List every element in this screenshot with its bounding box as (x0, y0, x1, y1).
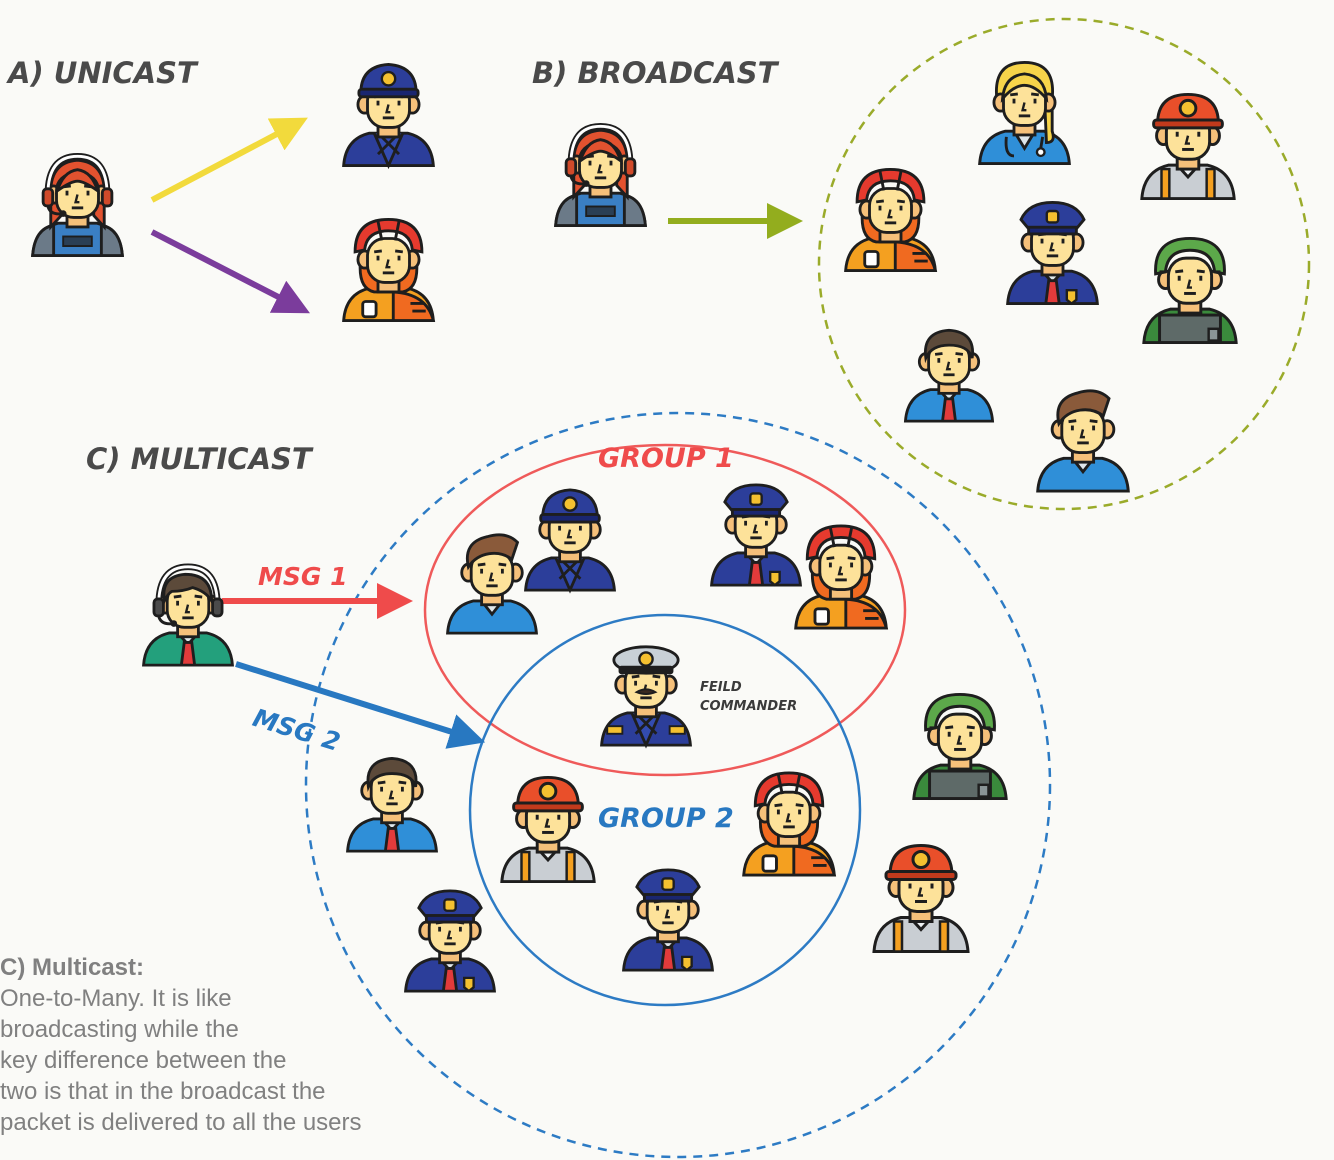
civilian-man-icon (448, 535, 537, 633)
msg1-label: MSG 1 (258, 562, 348, 591)
multicast-caption: C) Multicast: One-to-Many. It is like br… (0, 952, 440, 1138)
caption-title: C) Multicast: (0, 954, 144, 981)
caption-line: One-to-Many. It is like (0, 985, 232, 1012)
doctor-icon (980, 62, 1070, 163)
caption-line: broadcasting while the (0, 1016, 239, 1043)
miner-icon (502, 777, 594, 881)
headset-operator-icon (33, 156, 123, 255)
headset-operator-icon (144, 567, 233, 665)
group1-circle (423, 443, 907, 777)
broadcast-circle (817, 17, 1311, 511)
civilian-man-icon (1038, 391, 1129, 491)
commander-label-line2: COMMANDER (700, 699, 798, 714)
group1-label: GROUP 1 (598, 443, 734, 474)
field-commander-icon (602, 647, 691, 745)
soldier-icon (914, 694, 1006, 798)
police-officer-icon (624, 870, 713, 970)
caption-line: key difference between the (0, 1047, 287, 1074)
caption-line: two is that in the broadcast the (0, 1078, 326, 1105)
unicast-title: A) UNICAST (8, 56, 197, 90)
unicast-arrow-1 (150, 117, 308, 203)
group2-label: GROUP 2 (598, 803, 734, 834)
police-officer-icon (344, 64, 434, 165)
caption-line: packet is delivered to all the users (0, 1109, 362, 1136)
firefighter-icon (796, 526, 887, 628)
police-officer-icon (1008, 202, 1098, 303)
firefighter-icon (344, 219, 434, 320)
group2-circle (468, 613, 862, 1007)
police-officer-icon (526, 490, 615, 590)
unicast-arrow-2 (150, 229, 311, 314)
soldier-icon (1144, 238, 1236, 342)
multicast-title: C) MULTICAST (86, 442, 312, 476)
miner-icon (1142, 94, 1234, 198)
broadcast-title: B) BROADCAST (532, 56, 778, 90)
multicast-circle (304, 411, 1052, 1159)
firefighter-icon (846, 169, 936, 270)
firefighter-icon (744, 773, 835, 875)
civilian-man-icon (348, 758, 437, 851)
miner-icon (874, 846, 968, 952)
headset-operator-icon (556, 126, 646, 225)
police-officer-icon (712, 485, 801, 585)
commander-label: FEILD COMMANDER (700, 678, 797, 716)
msg2-arrow (235, 661, 486, 749)
civilian-man-icon (905, 330, 992, 421)
commander-label-line1: FEILD (700, 680, 742, 695)
